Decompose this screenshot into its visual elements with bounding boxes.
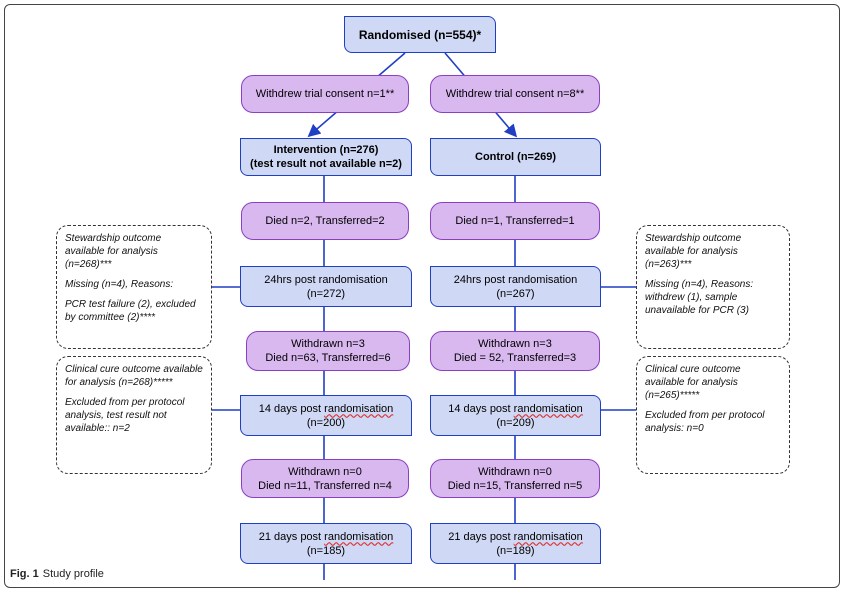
intervention-withdrawn-3-line2: Died n=11, Transferred n=4: [258, 479, 392, 492]
control-title: Control (n=269): [475, 151, 556, 163]
control-box: Control (n=269): [430, 138, 601, 176]
control-14d-label: 14 days post randomisation: [448, 402, 583, 416]
control-withdrawn-2-line1: Withdrawn n=3: [478, 338, 552, 350]
note-left-stewardship-p3: PCR test failure (2), excluded by commit…: [65, 299, 196, 323]
intervention-withdrawn-2-line1: Withdrawn n=3: [291, 338, 365, 350]
intervention-title: Intervention (n=276): [273, 144, 379, 156]
intervention-24h-box: 24hrs post randomisation (n=272): [240, 266, 412, 307]
intervention-21d-n: (n=185): [306, 544, 346, 557]
control-withdrawn-2-line2: Died = 52, Transferred=3: [453, 352, 577, 364]
control-24h-n: (n=267): [496, 287, 535, 300]
control-died-1-box: Died n=1, Transferred=1: [430, 202, 600, 240]
note-right-clinical-p2: Excluded from per protocol analysis: n=0: [645, 410, 765, 434]
withdrew-right-box: Withdrew trial consent n=8**: [430, 75, 600, 113]
control-14d-prefix: 14 days post: [448, 402, 514, 415]
note-left-clinical-p2: Excluded from per protocol analysis, tes…: [65, 397, 185, 434]
withdrew-right-label: Withdrew trial consent n=8**: [445, 88, 585, 100]
intervention-withdrawn-2-line2: Died n=63, Transferred=6: [265, 352, 391, 364]
intervention-24h-label: 24hrs post randomisation: [264, 273, 388, 286]
note-left-clinical: Clinical cure outcome available for anal…: [56, 356, 212, 474]
withdrew-left-label: Withdrew trial consent n=1**: [255, 88, 395, 100]
intervention-14d-word: randomisation: [324, 402, 394, 415]
control-21d-box: 21 days post randomisation (n=189): [430, 523, 601, 564]
intervention-21d-prefix: 21 days post: [258, 530, 325, 543]
intervention-14d-prefix: 14 days post: [258, 402, 325, 415]
intervention-14d-label: 14 days post randomisation: [259, 402, 394, 416]
control-21d-word: randomisation: [513, 530, 583, 543]
intervention-withdrawn-3-line1: Withdrawn n=0: [288, 465, 362, 478]
note-left-stewardship-p2: Missing (n=4), Reasons:: [65, 279, 174, 290]
intervention-box: Intervention (n=276) (test result not av…: [240, 138, 412, 176]
withdrew-left-box: Withdrew trial consent n=1**: [241, 75, 409, 113]
control-withdrawn-3-box: Withdrawn n=0 Died n=15, Transferred n=5: [430, 459, 600, 498]
intervention-died-1: Died n=2, Transferred=2: [265, 215, 385, 227]
intervention-21d-box: 21 days post randomisation (n=185): [240, 523, 412, 564]
note-left-clinical-p1: Clinical cure outcome available for anal…: [65, 364, 203, 388]
control-14d-n: (n=209): [496, 416, 535, 429]
intervention-withdrawn-3-box: Withdrawn n=0 Died n=11, Transferred n=4: [241, 459, 409, 498]
figure-frame: [4, 4, 840, 588]
note-left-stewardship: Stewardship outcome available for analys…: [56, 225, 212, 349]
intervention-subtitle: (test result not available n=2): [250, 158, 402, 170]
control-withdrawn-3-line2: Died n=15, Transferred n=5: [447, 479, 583, 492]
intervention-died-1-box: Died n=2, Transferred=2: [241, 202, 409, 240]
intervention-24h-n: (n=272): [306, 287, 346, 300]
intervention-14d-box: 14 days post randomisation (n=200): [240, 395, 412, 436]
control-died-1: Died n=1, Transferred=1: [455, 215, 575, 227]
randomised-label: Randomised (n=554)*: [358, 27, 482, 42]
control-24h-box: 24hrs post randomisation (n=267): [430, 266, 601, 307]
note-right-clinical-p1: Clinical cure outcome available for anal…: [645, 364, 741, 401]
note-left-stewardship-p1: Stewardship outcome available for analys…: [65, 233, 162, 270]
note-right-stewardship-p2: Missing (n=4), Reasons: withdrew (1), sa…: [645, 279, 754, 316]
control-withdrawn-3-line1: Withdrawn n=0: [478, 465, 552, 478]
intervention-21d-label: 21 days post randomisation: [259, 530, 394, 544]
control-24h-label: 24hrs post randomisation: [453, 273, 578, 286]
control-14d-box: 14 days post randomisation (n=209): [430, 395, 601, 436]
control-21d-n: (n=189): [496, 544, 535, 557]
note-right-stewardship-p1: Stewardship outcome available for analys…: [645, 233, 742, 270]
control-withdrawn-2-box: Withdrawn n=3 Died = 52, Transferred=3: [430, 331, 600, 371]
intervention-withdrawn-2-box: Withdrawn n=3 Died n=63, Transferred=6: [246, 331, 410, 371]
control-21d-prefix: 21 days post: [448, 530, 514, 543]
randomised-box: Randomised (n=554)*: [344, 16, 496, 53]
note-right-clinical: Clinical cure outcome available for anal…: [636, 356, 790, 474]
intervention-21d-word: randomisation: [324, 530, 394, 543]
control-14d-word: randomisation: [513, 402, 583, 415]
intervention-14d-n: (n=200): [306, 416, 346, 429]
caption-text: Study profile: [42, 568, 104, 580]
note-right-stewardship: Stewardship outcome available for analys…: [636, 225, 790, 349]
caption-label: Fig. 1: [10, 568, 39, 580]
control-21d-label: 21 days post randomisation: [448, 530, 583, 544]
